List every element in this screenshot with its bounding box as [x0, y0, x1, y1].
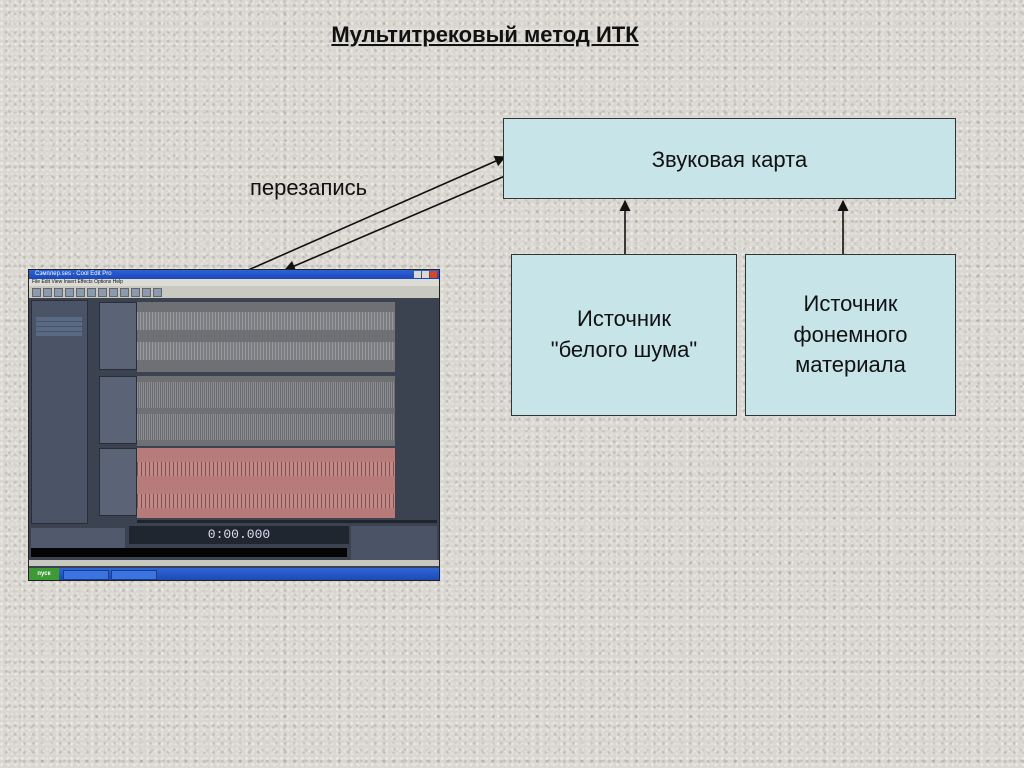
editor-titlebar: Сэмплер.ses - Cool Edit Pro — [29, 270, 439, 279]
white-noise-source-box: Источник "белого шума" — [511, 254, 737, 416]
tool-icon — [142, 287, 151, 297]
tool-icon — [131, 287, 140, 297]
selection-info-panel — [351, 526, 437, 560]
sound-card-box: Звуковая карта — [503, 118, 956, 199]
tool-icon — [120, 287, 129, 297]
close-icon — [430, 271, 437, 278]
tool-icon — [65, 287, 74, 297]
editor-menubar: File Edit View Insert Effects Options He… — [29, 279, 439, 286]
list-item — [36, 332, 82, 336]
track-1-waveform — [137, 302, 395, 372]
start-button: пуск — [29, 568, 59, 580]
arrow-screenshot-to-card — [245, 155, 507, 272]
minimize-icon — [414, 271, 421, 278]
windows-taskbar: пуск — [29, 568, 439, 580]
slide-title: Мультитрековый метод ИТК — [331, 22, 639, 47]
time-display: 0:00.000 — [129, 526, 349, 544]
tool-icon — [76, 287, 85, 297]
file-panel — [31, 300, 88, 524]
multitrack-editor-screenshot: Сэмплер.ses - Cool Edit Pro File Edit Vi… — [28, 269, 440, 581]
tool-icon — [153, 287, 162, 297]
track-3-controls — [99, 448, 137, 516]
track-1-controls — [99, 302, 137, 370]
tool-icon — [43, 287, 52, 297]
tool-icon — [87, 287, 96, 297]
track-2-waveform — [137, 376, 395, 446]
list-item — [36, 322, 82, 326]
track-2-controls — [99, 376, 137, 444]
tool-icon — [32, 287, 41, 297]
list-item — [36, 317, 82, 321]
file-list — [36, 317, 82, 347]
taskbar-item — [63, 570, 109, 580]
rerecord-label: перезапись — [250, 175, 368, 200]
arrow-card-to-screenshot — [283, 175, 506, 272]
transport-controls — [31, 528, 125, 548]
status-bar — [29, 560, 439, 566]
editor-toolbar — [29, 286, 439, 298]
track-3-waveform — [137, 448, 395, 518]
editor-title: Сэмплер.ses - Cool Edit Pro — [35, 271, 112, 277]
tool-icon — [54, 287, 63, 297]
tool-icon — [98, 287, 107, 297]
tool-icon — [109, 287, 118, 297]
maximize-icon — [422, 271, 429, 278]
timeline-ruler — [137, 520, 437, 523]
level-meter — [31, 548, 347, 557]
list-item — [36, 327, 82, 331]
taskbar-item — [111, 570, 157, 580]
phoneme-source-box: Источник фонемного материала — [745, 254, 956, 416]
